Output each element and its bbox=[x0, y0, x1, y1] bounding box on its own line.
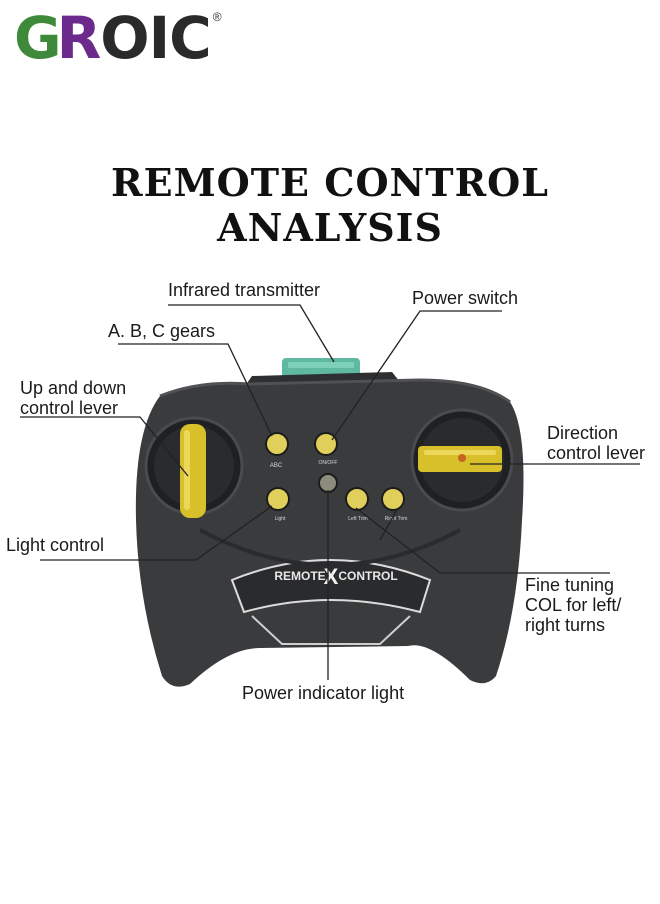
power-indicator-led bbox=[318, 473, 338, 493]
badge-remote: REMOTE bbox=[274, 569, 325, 583]
left-trim-button bbox=[345, 487, 369, 511]
leader-light bbox=[40, 505, 273, 561]
light-label: Light bbox=[275, 516, 286, 522]
logo-letter-g: G bbox=[14, 4, 62, 72]
leader-updown bbox=[20, 416, 189, 477]
callout-fine-line2: COL for left/ bbox=[525, 595, 622, 615]
callout-updown-line2: control lever bbox=[20, 398, 119, 418]
leader-power-switch bbox=[331, 310, 502, 441]
callout-direction-line1: Direction bbox=[547, 423, 619, 443]
callout-fine-line1: Fine tuning bbox=[525, 575, 615, 595]
logo-letter-r: R bbox=[56, 4, 102, 72]
badge-x: X bbox=[324, 564, 339, 589]
left-trim-label: Left Trim bbox=[348, 516, 367, 522]
leader-fine-2 bbox=[379, 507, 399, 541]
callout-power-indicator: Power indicator light bbox=[242, 683, 405, 703]
light-button bbox=[266, 487, 290, 511]
brand-logo: G R OIC ® bbox=[14, 6, 222, 70]
onoff-label: ON/OFF bbox=[319, 460, 338, 466]
power-switch-button bbox=[314, 432, 338, 456]
leader-infrared bbox=[168, 304, 335, 363]
leader-gears bbox=[118, 343, 273, 437]
callout-infrared-transmitter: Infrared transmitter bbox=[168, 280, 321, 300]
callout-power-switch: Power switch bbox=[412, 288, 519, 308]
callout-light-control: Light control bbox=[6, 535, 105, 555]
abc-gear-button bbox=[265, 432, 289, 456]
leader-lines bbox=[20, 304, 640, 680]
callout-updown-line1: Up and down bbox=[20, 378, 127, 398]
leader-fine bbox=[355, 507, 610, 574]
callout-abc-gears: A. B, C gears bbox=[108, 321, 216, 341]
callout-fine-line3: right turns bbox=[525, 615, 606, 635]
abc-label: ABC bbox=[270, 463, 283, 469]
right-trim-label: Right Trim bbox=[385, 516, 408, 522]
callout-direction-line2: control lever bbox=[547, 443, 646, 463]
page-title: REMOTE CONTROL ANALYSIS bbox=[111, 160, 549, 250]
registered-mark: ® bbox=[212, 10, 222, 24]
right-trim-button bbox=[381, 487, 405, 511]
logo-letters-rest: OIC bbox=[100, 4, 211, 72]
badge-control: CONTROL bbox=[338, 569, 397, 583]
